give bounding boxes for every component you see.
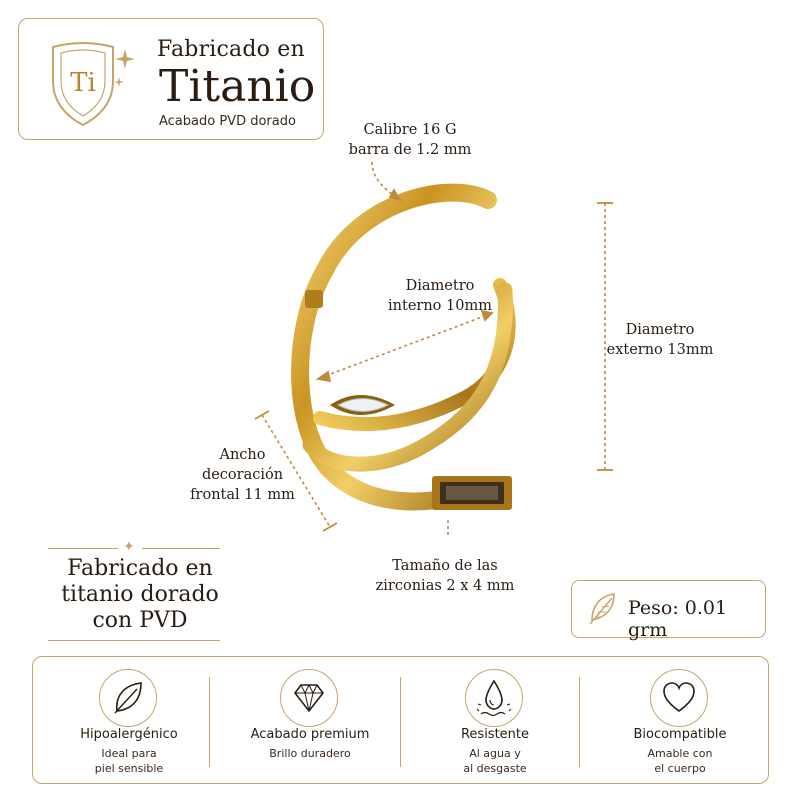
shield-icon: Ti xyxy=(52,42,135,127)
feature-biocompatible: Biocompatible Amable con el cuerpo xyxy=(590,657,770,785)
divider-left xyxy=(48,548,118,549)
features-bar: Hipoalergénico Ideal para piel sensible … xyxy=(32,656,769,784)
divider-right xyxy=(142,548,220,549)
feature-hypoallergenic: Hipoalergénico Ideal para piel sensible xyxy=(39,657,219,785)
feature-divider xyxy=(209,677,210,767)
feature-premium: Acabado premium Brillo duradero xyxy=(220,657,400,785)
feature-divider xyxy=(400,677,401,767)
feather-icon xyxy=(589,593,615,625)
badge-line-3: Acabado PVD dorado xyxy=(159,114,296,129)
leaf-icon xyxy=(99,669,157,727)
zirconias-label: Tamaño de las zirconias 2 x 4 mm xyxy=(375,558,515,594)
marquise-stone xyxy=(330,395,395,415)
heart-icon xyxy=(650,669,708,727)
weight-label: Peso: 0.01 grm xyxy=(628,597,728,641)
feature-divider xyxy=(579,677,580,767)
badge-line-2: Titanio xyxy=(159,61,316,112)
summary-text: Fabricado en titanio dorado con PVD xyxy=(61,556,219,633)
baguette-stone xyxy=(432,476,512,510)
calibre-label: Calibre 16 G barra de 1.2 mm xyxy=(348,122,472,158)
weight-box: Peso: 0.01 grm xyxy=(571,580,766,641)
water-drop-icon xyxy=(465,669,523,727)
diamond-icon xyxy=(280,669,338,727)
feature-resistant: Resistente Al agua y al desgaste xyxy=(405,657,585,785)
titanium-badge: Ti Fabricado en Titanio Acabado PVD dora… xyxy=(18,18,324,140)
ancho-label: Ancho decoración frontal 11 mm xyxy=(190,447,295,503)
interno-label: Diametro interno 10mm xyxy=(388,278,492,314)
sparkle-icon: ✦ xyxy=(123,539,135,555)
shield-text: Ti xyxy=(70,68,96,98)
externo-label: Diametro externo 13mm xyxy=(606,322,714,358)
badge-line-1: Fabricado en xyxy=(157,37,305,62)
divider-bottom xyxy=(48,640,220,641)
